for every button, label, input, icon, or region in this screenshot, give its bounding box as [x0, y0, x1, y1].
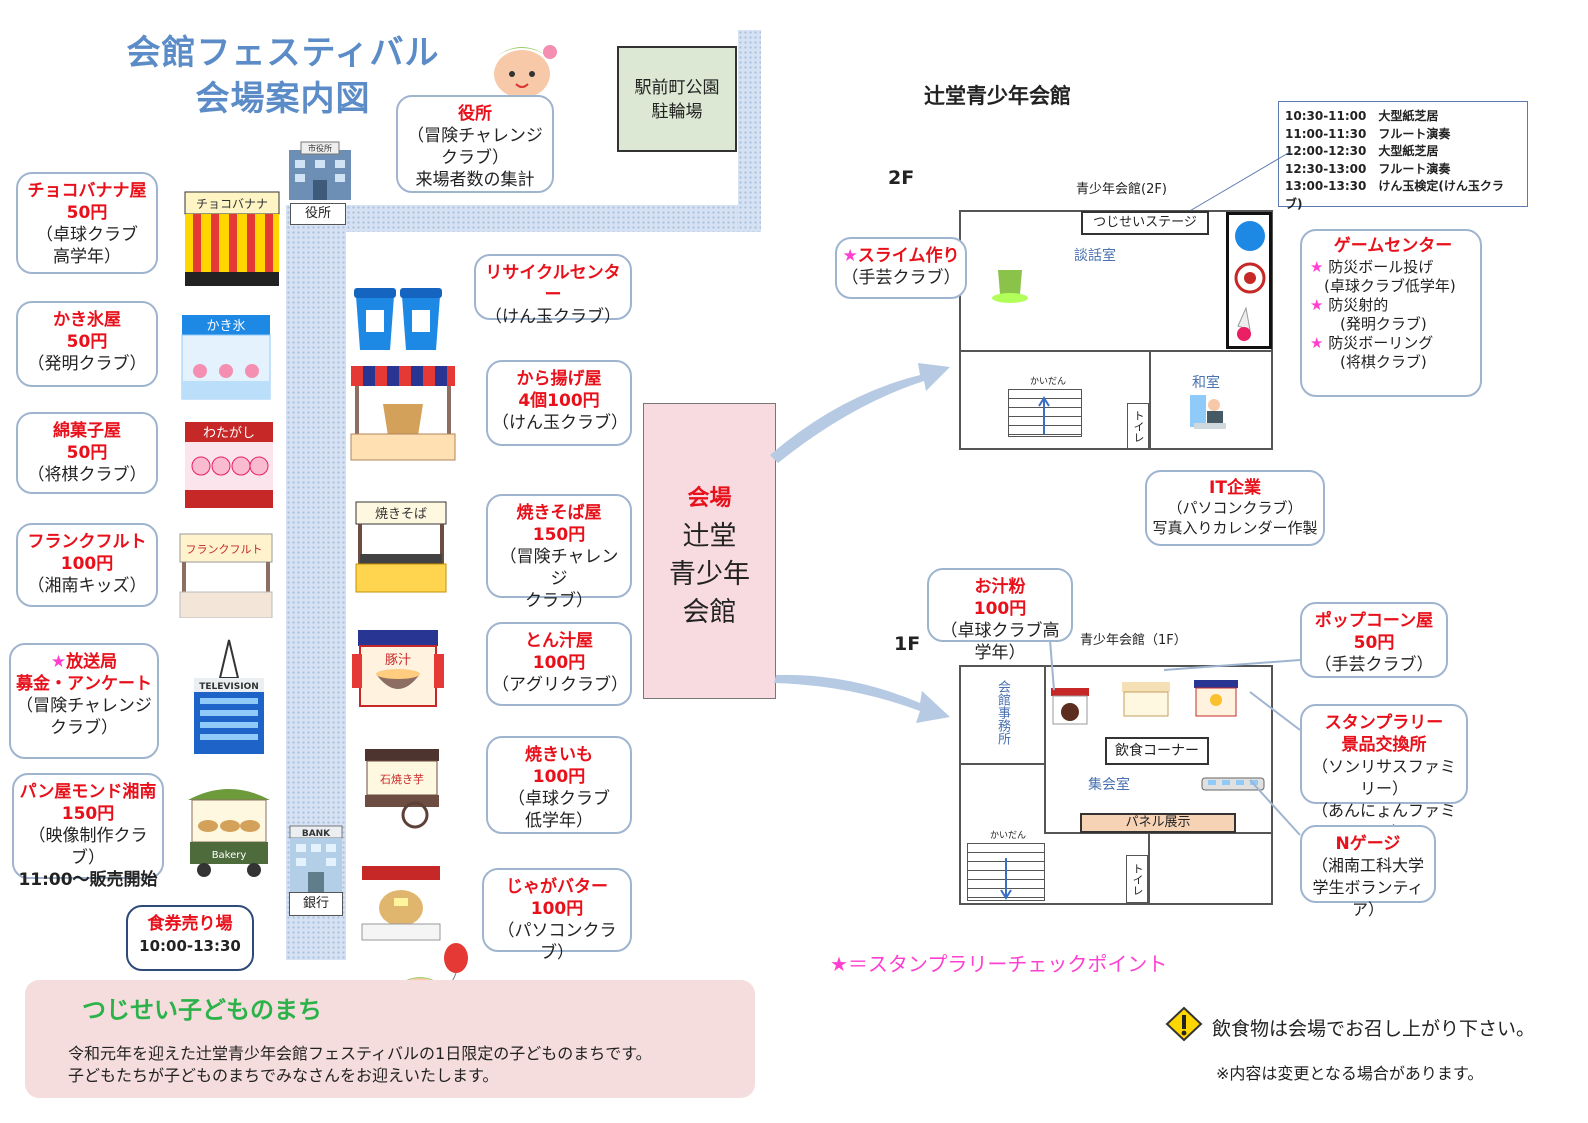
stage-label: つじせいステージ [1081, 211, 1209, 235]
schedule-pointer [1187, 151, 1291, 213]
train-model-icon [1201, 777, 1265, 791]
notice-text: 飲食物は会場でお召し上がり下さい。 [1212, 1018, 1536, 1040]
svg-text:豚汁: 豚汁 [385, 653, 411, 668]
karaage-stall-icon [350, 366, 456, 461]
down-arrow-icon [1000, 858, 1012, 900]
city-hall-icon: 市役所 [289, 141, 351, 200]
tv-station-icon: TELEVISION [194, 639, 264, 754]
floor-2f-divider [959, 350, 1273, 352]
park: 駅前町公園駐輪場 [617, 46, 737, 152]
floor-2f-label: 2F [888, 167, 915, 189]
venue-box: 会場 辻堂 青少年 会館 [643, 403, 776, 699]
up-arrow-icon [1038, 396, 1050, 434]
room-danwa: 談話室 [1074, 248, 1116, 264]
callout-lines [1049, 639, 1301, 836]
ticket-booth-bubble: 食券売り場 10:00-13:30 [126, 905, 254, 971]
recycle-bubble: リサイクルセンター （けん玉クラブ） [474, 254, 632, 327]
svg-text:わたがし: わたがし [203, 426, 255, 441]
road-park-side [738, 30, 761, 230]
panel-display: パネル展示 [1080, 813, 1236, 833]
svg-text:フランクフルト: フランクフルト [186, 543, 263, 556]
road-horizontal [286, 205, 761, 232]
hall-bottom [1044, 832, 1273, 834]
toilet-2f: トイレ [1127, 403, 1149, 449]
room-divider-1f [1148, 833, 1150, 905]
stairs-2f-label: かいだん [1030, 377, 1067, 387]
recycle-bins-icon [354, 288, 442, 350]
svg-text:BANK: BANK [302, 829, 331, 839]
page-title: 会館フェスティバル 会場案内図 [126, 33, 440, 119]
game-corner [1226, 212, 1272, 349]
city-hall-sign: 役所 [290, 203, 346, 225]
choco-banana-stall-icon: チョコバナナ [184, 191, 280, 286]
bakery-cart-icon: Bakery [188, 789, 270, 877]
notice-sub: ※内容は変更となる場合があります。 [1216, 1064, 1484, 1083]
stamp-rally-bubble: スタンプラリー 景品交換所 （ソンリサスファミリー） （あんにょんファミリー） [1300, 704, 1468, 842]
footer-box [25, 980, 755, 1098]
city-hall-bubble: 役所 （冒険チャレンジ クラブ） 来場者数の集計 [396, 95, 554, 193]
svg-text:かき氷: かき氷 [206, 319, 245, 334]
watagashi-stall-icon: わたがし [185, 422, 273, 508]
hall-border [1044, 765, 1046, 833]
svg-text:チョコバナナ: チョコバナナ [196, 197, 268, 211]
bank-icon: BANK [289, 825, 343, 892]
jagabutter-stall-icon [361, 866, 441, 941]
it-company-bubble: IT企業 （パソコンクラブ） 写真入りカレンダー作製 [1145, 470, 1325, 546]
yakisoba-stall-icon: 焼きそば [355, 501, 447, 593]
footer-line2: 子どもたちが子どものまちでみなさんをお迎えいたします。 [68, 1066, 499, 1085]
room-washitsu: 和室 [1192, 375, 1220, 391]
mascot-icon [492, 45, 557, 98]
stairs-1f-label: かいだん [990, 831, 1027, 841]
oshiruko-stall-icon [1051, 688, 1089, 725]
slime-icon [992, 270, 1028, 303]
svg-text:TELEVISION: TELEVISION [199, 682, 259, 692]
floor-1f-label: 1F [894, 633, 921, 655]
hall-label: 集会室 [1088, 777, 1130, 793]
popcorn-stall-icon-a [1122, 682, 1170, 717]
svg-text:石焼き芋: 石焼き芋 [380, 773, 424, 786]
footer-title: つじせい子どものまち [82, 996, 322, 1024]
room-divider-2f [1149, 352, 1151, 450]
floor-2f-title: 青少年会館(2F) [1076, 182, 1167, 197]
game-center-bubble: ゲームセンター ★ 防災ボール投げ (卓球クラブ低学年) ★ 防災射的 (発明ク… [1300, 229, 1482, 397]
svg-text:Bakery: Bakery [212, 850, 247, 861]
bank-sign: 銀行 [289, 892, 343, 916]
floor-1f-title: 青少年会館（1F） [1080, 633, 1187, 648]
warning-icon [1165, 1006, 1203, 1042]
office-room [959, 665, 1046, 765]
yakiimo-cart-icon: 石焼き芋 [365, 749, 439, 829]
kakigori-stall-icon: かき氷 [181, 315, 271, 400]
slime-bubble: ★スライム作り （手芸クラブ） [835, 237, 967, 299]
venue-arrows [770, 363, 950, 723]
schedule-box: 10:30-11:00 大型紙芝居 11:00-11:30 フルート演奏 12:… [1278, 101, 1528, 211]
footer-line1: 令和元年を迎えた辻堂青少年会館フェスティバルの1日限定の子どものまちです。 [68, 1044, 652, 1063]
popcorn-stall-icon-b [1194, 680, 1238, 717]
frankfurt-stall-icon: フランクフルト [179, 533, 273, 618]
n-gauge-bubble: Nゲージ （湘南工科大学 学生ボランティア） [1300, 825, 1436, 919]
broadcast-bubble: ★放送局 募金・アンケート （冒険チャレンジクラブ） [9, 643, 159, 759]
stamp-legend: ★＝スタンプラリーチェックポイント [830, 952, 1168, 976]
food-corner: 飲食コーナー [1105, 737, 1209, 765]
office-worker-icon [1190, 395, 1226, 429]
building-title: 辻堂青少年会館 [924, 84, 1071, 108]
toilet-1f: トイレ [1126, 855, 1148, 903]
game-icons [1234, 221, 1266, 341]
svg-text:焼きそば: 焼きそば [375, 507, 427, 522]
tonjiru-stall-icon: 豚汁 [352, 630, 444, 707]
svg-text:市役所: 市役所 [308, 143, 332, 153]
office-label: 会館事務所 [995, 680, 1010, 745]
